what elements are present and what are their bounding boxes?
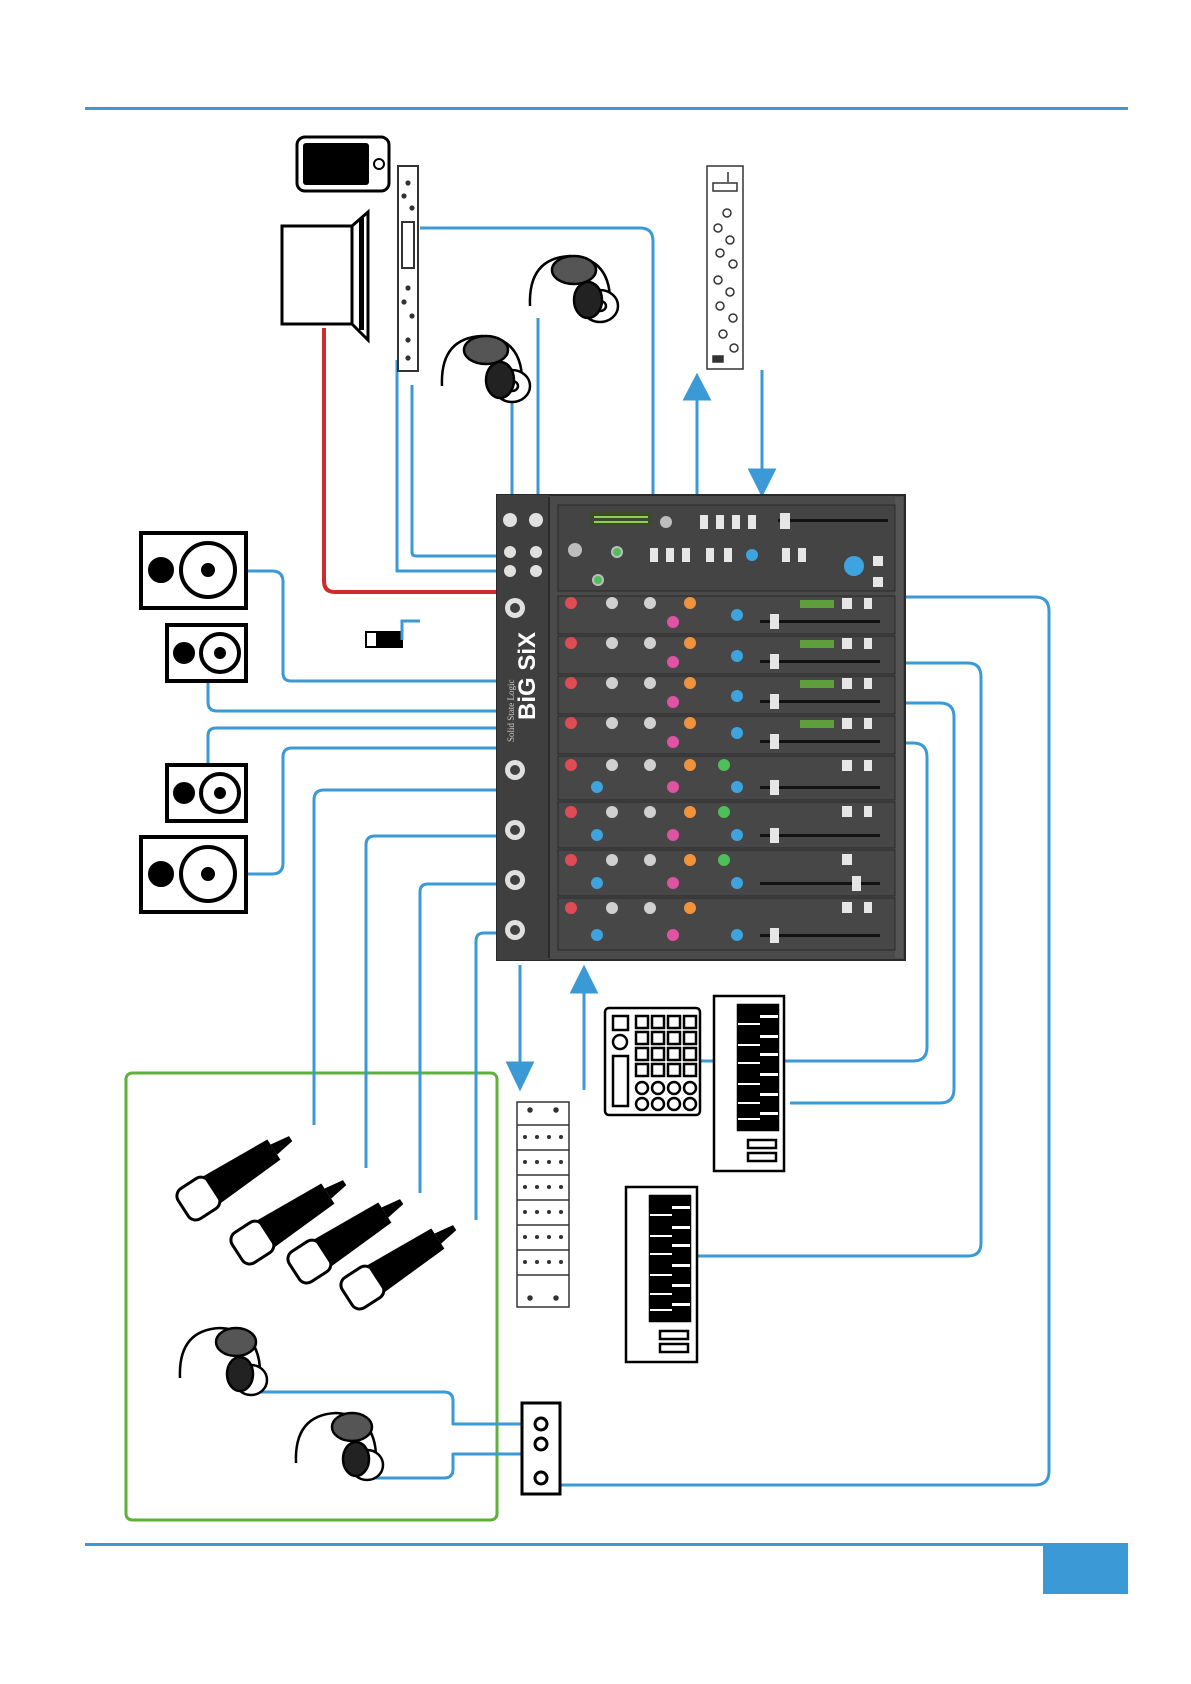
headphones-icon	[296, 1413, 383, 1480]
send-arrow-head	[685, 376, 709, 399]
studio-monitor-icon	[141, 533, 246, 608]
patchbay-arrow-head	[508, 1063, 532, 1088]
bottom-rule	[85, 1543, 1128, 1546]
headphones-icon	[442, 336, 530, 402]
top-rule	[85, 107, 1128, 110]
keyboard-controller	[626, 1187, 697, 1362]
drum-machine	[605, 1008, 700, 1115]
cable-monitor-large-top	[246, 571, 497, 681]
keyboard-controller	[714, 996, 784, 1171]
rack-interface	[398, 166, 418, 371]
direct-input-box	[366, 621, 420, 647]
cable-monitor-small-bottom	[208, 728, 497, 773]
cable-interface-to-mixer	[412, 385, 497, 556]
cable-live-headphone-2	[370, 1454, 522, 1478]
phone-icon	[297, 137, 389, 191]
page-number-tab	[1043, 1546, 1128, 1594]
cable-live-headphone-1	[258, 1392, 522, 1424]
headphones-icon	[530, 256, 618, 322]
mixer-console: BiG SiX Solid State Logic	[497, 495, 905, 960]
return-arrow-head	[750, 470, 774, 494]
outboard-processor	[707, 166, 743, 369]
cable-monitor-large-bottom	[246, 748, 497, 874]
patchbay	[517, 1102, 569, 1307]
cable-mic-4	[476, 933, 497, 1220]
laptop-icon	[282, 212, 368, 340]
cable-monitor-small-top	[208, 682, 497, 711]
drum-arrow-head	[572, 968, 596, 992]
cable-mic-3	[420, 884, 497, 1193]
studio-monitor-icon	[141, 837, 246, 912]
live-room-box	[126, 1073, 497, 1520]
mixer-brand-label: Solid State Logic	[506, 680, 516, 743]
cable-mic-1	[314, 790, 497, 1125]
studio-monitor-icon	[167, 765, 246, 821]
studio-monitor-icon	[167, 625, 246, 681]
headphone-amp	[522, 1403, 560, 1494]
mixer-model-label: BiG SiX	[514, 632, 541, 720]
headphones-icon	[180, 1328, 267, 1395]
